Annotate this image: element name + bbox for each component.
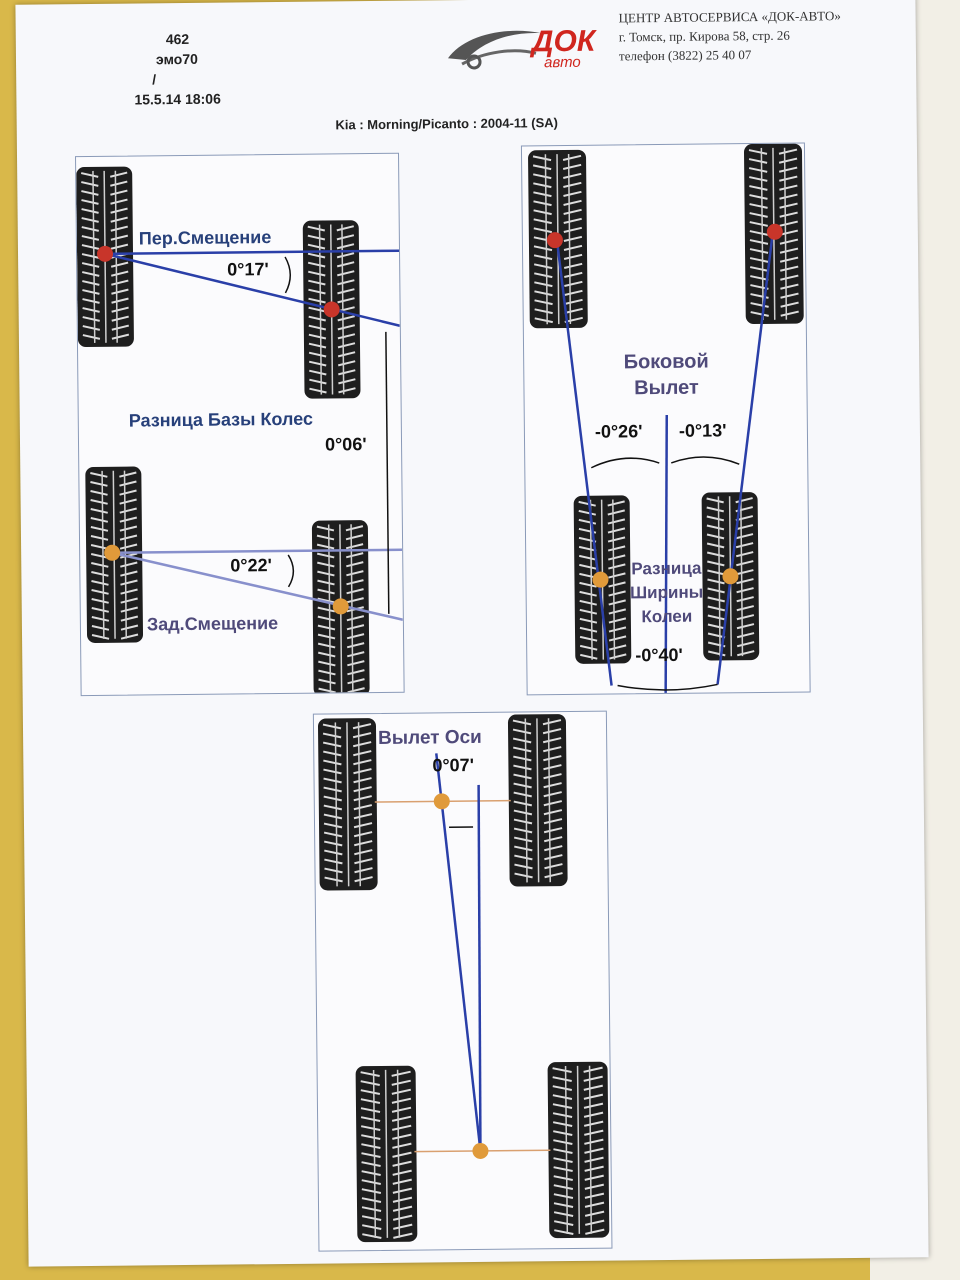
header-line-2: эмо70 [155,50,198,68]
rear-setback-value: 0°22' [230,555,272,576]
front-setback-label: Пер.Смещение [138,227,272,249]
company-name: ЦЕНТР АВТОСЕРВИСА «ДОК-АВТО» [618,8,841,26]
setback-diagram [76,166,404,696]
tire-icon [76,166,134,348]
front-angle-arrow [284,256,292,294]
lateral-offset-diagram [528,143,804,693]
header-datetime: 15.5.14 18:06 [134,90,221,108]
setback-panel: Пер.Смещение 0°17' Разница Базы Колес 0°… [75,152,405,697]
front-left-dot [97,245,114,262]
axle-offset-panel: Вылет Оси 0°07' [312,710,613,1252]
front-right-dot [323,301,340,318]
wheelbase-diff-value: 0°06' [324,434,367,455]
company-address: г. Томск, пр. Кирова 58, стр. 26 [618,27,790,45]
lateral-offset-label-2: Вылет [634,376,699,400]
axle-offset-diagram [317,714,610,1243]
rear-reference-line [112,548,403,555]
vehicle-title: Kia : Morning/Picanto : 2004-11 (SA) [335,115,559,133]
header-line-3: / [152,71,157,88]
rear-setback-line [111,551,404,621]
rear-left-dot [592,571,609,588]
company-info: ЦЕНТР АВТОСЕРВИСА «ДОК-АВТО» г. Томск, п… [618,6,841,65]
wheelbase-arrow [385,331,390,614]
rear-center-dot [472,1142,489,1159]
left-lateral-value: -0°26' [594,421,643,442]
front-reference-line [105,249,400,256]
front-left-dot [546,232,563,249]
logo-main-text: ДОК [529,25,598,59]
front-setback-line [104,252,401,327]
logo-sub-text: авто [544,54,581,71]
right-lateral-line [716,231,775,685]
front-setback-value: 0°17' [227,259,269,280]
track-diff-label-3: Колеи [641,606,693,627]
axle-offset-label: Вылет Оси [378,726,482,749]
track-diff-value: -0°40' [635,644,683,666]
right-lateral-value: -0°13' [678,420,727,441]
header-line-1: 462 [165,30,190,48]
tire-icon [317,718,378,891]
rear-right-dot [332,598,349,615]
tire-icon [547,1061,610,1239]
track-diff-arrow [617,683,718,691]
rear-right-dot [722,568,739,585]
lateral-offset-panel: Боковой Вылет -0°26' -0°13' Разница Шири… [520,142,811,696]
dok-avto-logo: ДОК авто [448,25,598,71]
front-right-dot [766,223,783,240]
geometric-centerline [477,784,482,1151]
rear-left-dot [104,544,121,561]
right-angle-arrow [670,456,740,465]
left-angle-arrow [590,457,660,469]
rear-setback-label: Зад.Смещение [146,613,279,635]
company-phone: телефон (3822) 25 40 07 [618,47,752,64]
rear-angle-arrow [287,554,295,588]
track-diff-label-2: Ширины [629,582,704,603]
lateral-offset-label-1: Боковой [623,350,709,374]
left-lateral-line [555,239,613,686]
alignment-report-page: 462 эмо70 / 15.5.14 18:06 ДОК авто ЦЕНТР… [15,0,929,1267]
front-center-dot [433,793,450,810]
tire-icon [355,1065,418,1243]
center-line [664,414,668,693]
wheelbase-diff-label: Разница Базы Колес [128,408,314,431]
tire-icon [507,714,568,887]
track-diff-label-1: Разница [631,558,702,579]
axle-offset-value: 0°07' [432,754,475,776]
thrust-line [435,753,482,1152]
